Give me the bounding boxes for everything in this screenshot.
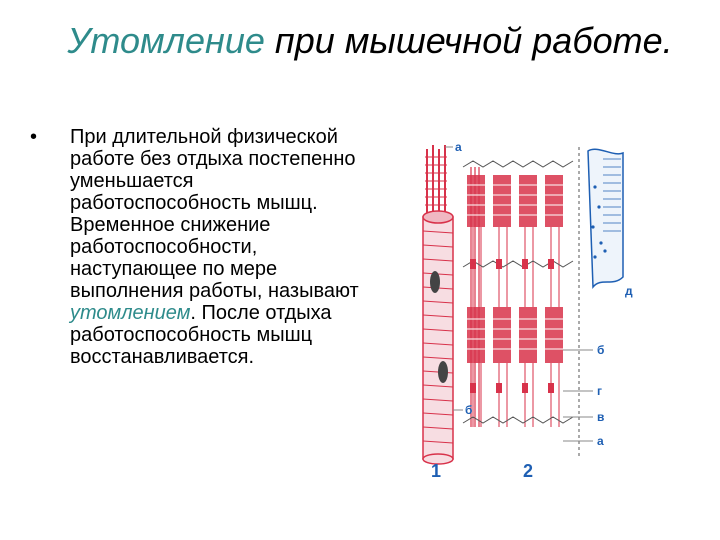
label-d: д (625, 284, 633, 298)
label-g: г (597, 384, 602, 398)
bullet-point: • При длительной физической работе без о… (30, 126, 360, 368)
label-a-bottom: а (597, 434, 604, 448)
title-rest: при мышечной работе. (264, 20, 673, 61)
sarcoplasm-region (578, 147, 624, 457)
body-part1: При длительной физической работе без отд… (70, 126, 359, 302)
label-b-left: б (465, 403, 472, 417)
label-pointers (445, 146, 593, 442)
slide-title: Утомление при мышечной работе. (60, 18, 680, 64)
muscle-fiber-figure: а д б г в а б 1 2 (413, 127, 645, 480)
muscle-diagram-svg: а д б г в а б 1 2 (413, 127, 645, 480)
nucleus-1 (430, 271, 440, 293)
bullet-icon: • (30, 126, 38, 148)
label-a-top: а (455, 140, 462, 154)
body-part2: . После отдыха работоспособность мышц во… (70, 302, 332, 368)
label-v: в (597, 410, 604, 424)
title-accent: Утомление (67, 20, 265, 61)
m-line-dots (470, 259, 554, 393)
label-figure-1: 1 (431, 461, 441, 480)
label-figure-2: 2 (523, 461, 533, 480)
a-band-stripes (467, 184, 563, 350)
fibril-stripes (425, 156, 447, 206)
nucleus-2 (438, 361, 448, 383)
z-lines (462, 160, 574, 424)
bullet-text: При длительной физической работе без отд… (70, 126, 360, 368)
muscle-fiber-cylinder (422, 210, 454, 465)
label-b-right: б (597, 343, 604, 357)
body-accent: утомлением (70, 302, 191, 324)
